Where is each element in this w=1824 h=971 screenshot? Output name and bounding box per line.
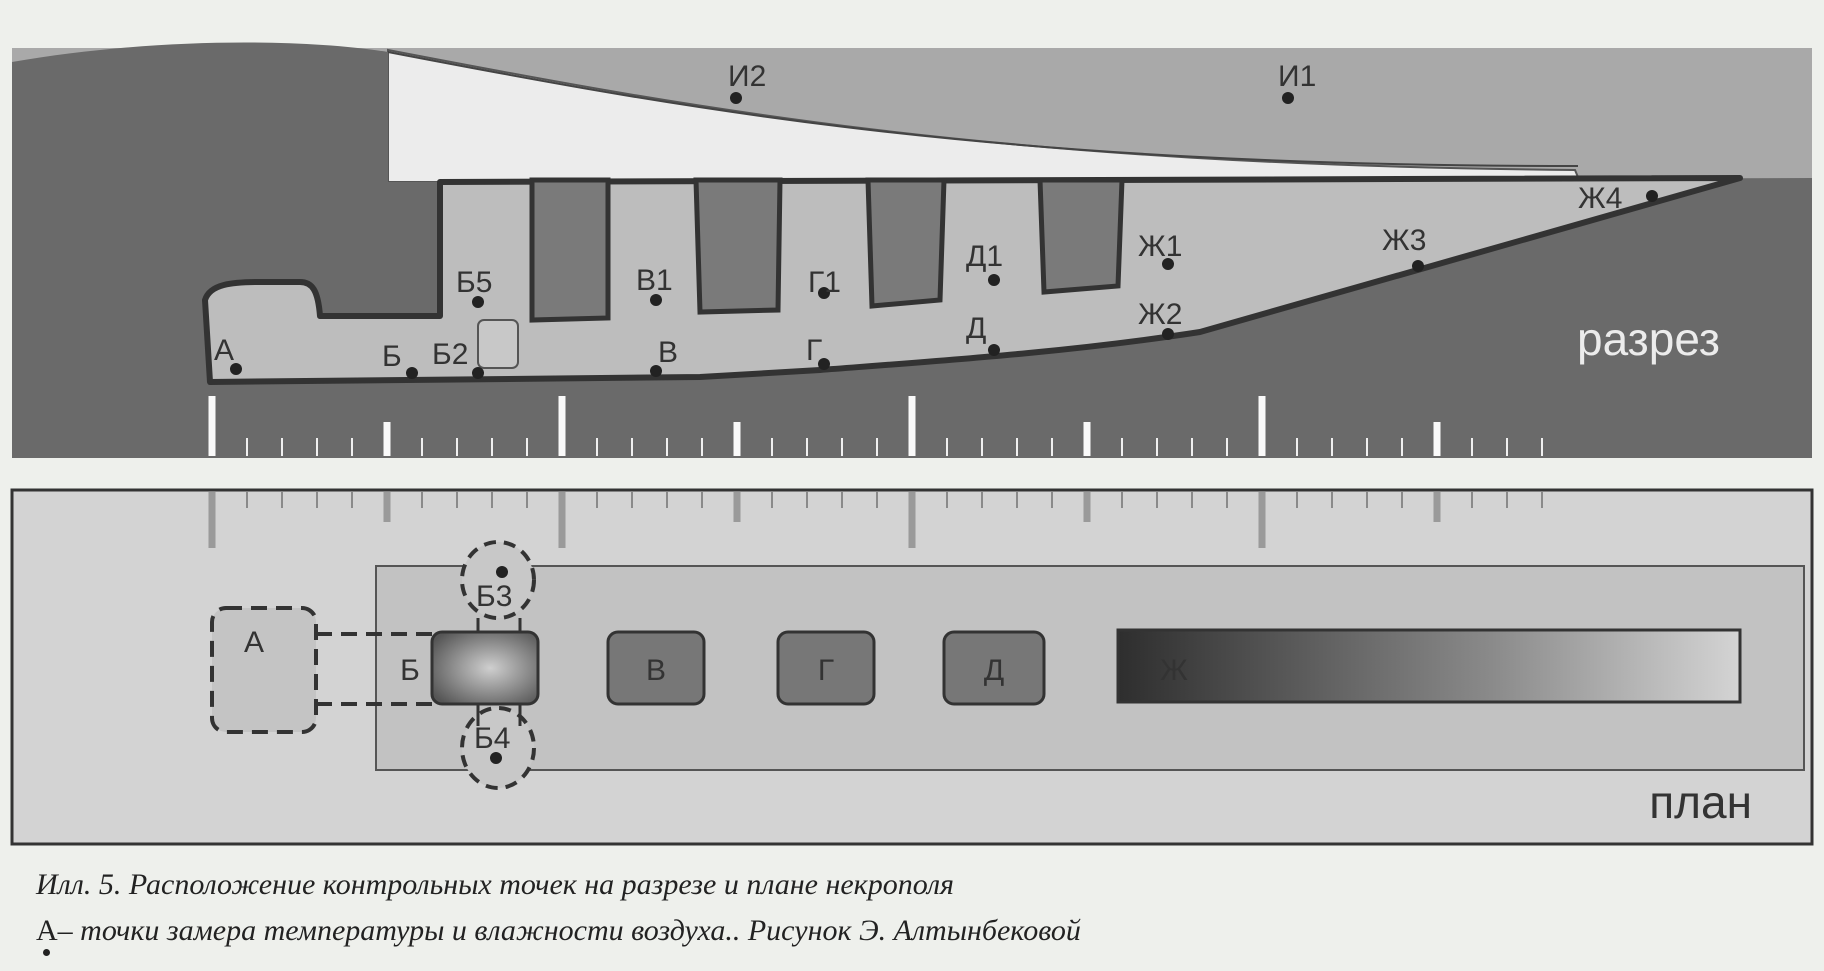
point-Zh1: Ж1 (1138, 230, 1182, 270)
pillar-2 (693, 177, 783, 315)
point-Zh4: Ж4 (1578, 182, 1658, 215)
point-label: А (214, 334, 234, 367)
plan-scale (208, 492, 1543, 548)
point-B3: Б3 (476, 566, 512, 613)
point-Zh3: Ж3 (1382, 224, 1426, 272)
point-B4: Б4 (474, 722, 510, 764)
terrain-surface-line (387, 51, 1579, 167)
point-label: Б3 (476, 580, 512, 613)
chamber-G (776, 630, 876, 706)
section-view-label: разрез (1577, 313, 1720, 365)
section-points: А Б Б2 Б5 В В1 Г Г1 Д Д1 Ж1 Ж2 Ж3 Ж4 И1 … (214, 60, 1658, 379)
figure-caption: Илл. 5. Расположение контрольных точек н… (36, 868, 954, 901)
point-D1: Д1 (966, 240, 1003, 286)
chamber-A-label: А (244, 626, 264, 659)
point-label: Ж1 (1138, 230, 1182, 263)
chamber-V (606, 630, 706, 706)
pillar-3 (865, 177, 947, 309)
chamber-A-outline (210, 606, 318, 734)
chamber-Zh-label: Ж (1160, 654, 1188, 687)
niche-B4-outline (460, 706, 536, 790)
niche-B3-outline (460, 540, 536, 620)
point-B5: Б5 (456, 266, 492, 308)
point-label: Ж4 (1578, 182, 1622, 215)
niche (477, 319, 519, 369)
point-label: Д (966, 312, 986, 345)
legend-caption: А– точки замера температуры и влажности … (36, 914, 1081, 956)
point-label: Ж2 (1138, 298, 1182, 331)
section-view: разрез (12, 42, 1812, 458)
point-V: В (650, 336, 678, 377)
plan-view: А Б В Г Д Ж Б3 Б4 план (10, 488, 1814, 846)
point-label: Б2 (432, 338, 468, 371)
chamber-V-label: В (646, 654, 666, 687)
point-label: В1 (636, 264, 673, 297)
legend-point-symbol: А (36, 914, 58, 956)
chamber-G-label: Г (818, 654, 834, 687)
point-B2: Б2 (432, 338, 484, 379)
point-label: В (658, 336, 678, 369)
point-D: Д (966, 312, 1000, 356)
point-label: Б5 (456, 266, 492, 299)
point-label: Д1 (966, 240, 1003, 273)
legend-symbol-letter: А (36, 914, 58, 947)
chamber-B-label: Б (400, 654, 420, 687)
point-B: Б (382, 340, 418, 379)
legend-dot-icon (43, 949, 50, 956)
point-V1: В1 (636, 264, 673, 306)
point-label: И1 (1278, 60, 1316, 93)
point-label: Г1 (808, 266, 841, 299)
point-label: Ж3 (1382, 224, 1426, 257)
chamber-D (942, 630, 1046, 706)
point-G1: Г1 (808, 266, 841, 299)
pillar-4 (1037, 177, 1125, 295)
pillar-1 (529, 177, 611, 323)
legend-text: – точки замера температуры и влажности в… (57, 914, 1081, 947)
chamber-Zh (1116, 628, 1742, 704)
point-A: А (214, 334, 242, 375)
point-I2: И2 (728, 60, 766, 104)
point-label: Г (806, 334, 822, 367)
section-scale (208, 396, 1543, 456)
point-I1: И1 (1278, 60, 1316, 104)
plan-view-label: план (1649, 776, 1752, 828)
chamber-D-label: Д (984, 654, 1004, 687)
point-G: Г (806, 334, 830, 370)
chamber-B (430, 630, 540, 706)
point-label: Б (382, 340, 402, 373)
point-label: Б4 (474, 722, 510, 755)
point-Zh2: Ж2 (1138, 298, 1182, 340)
point-label: И2 (728, 60, 766, 93)
